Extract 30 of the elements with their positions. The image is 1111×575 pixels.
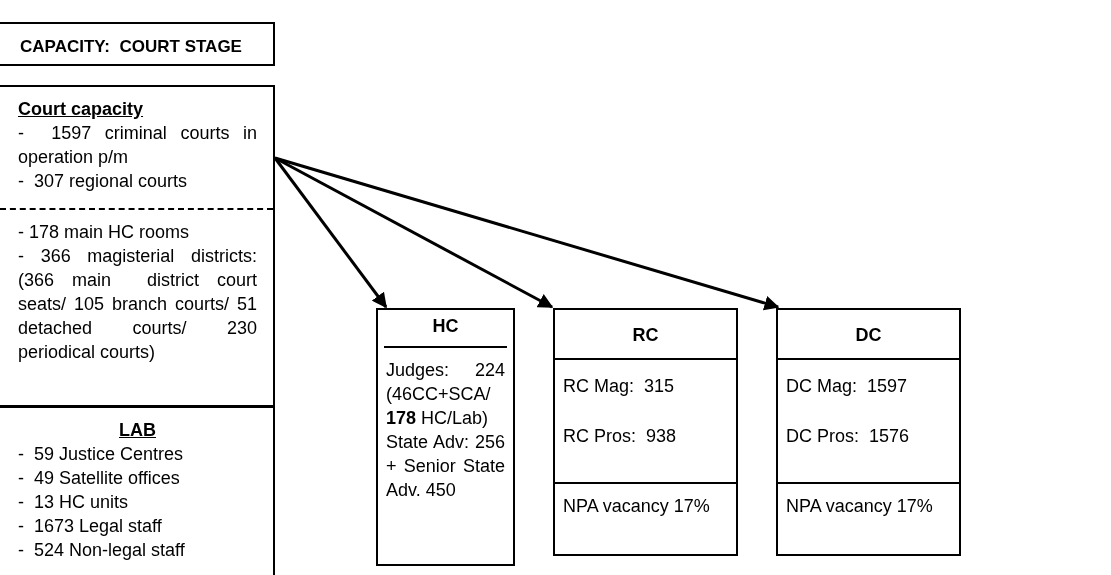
text-line: RC Mag: 315 — [563, 375, 676, 398]
info-box — [0, 406, 275, 575]
text-line: - 59 Justice Centres — [18, 443, 185, 466]
arrow — [274, 156, 780, 311]
text-line: - 1673 Legal staff — [18, 515, 163, 538]
heading: HC — [431, 315, 460, 338]
title-box — [0, 22, 275, 66]
heading: RC — [631, 324, 660, 347]
heading: Court capacity — [18, 98, 145, 121]
info-box — [776, 308, 961, 556]
text-line: - 307 regional courts — [18, 170, 189, 193]
heading: LAB — [118, 419, 157, 442]
text-line: - 49 Satellite offices — [18, 467, 181, 490]
text-line: DC Mag: 1597 — [786, 375, 909, 398]
text-line: RC Pros: 938 — [563, 425, 678, 448]
info-box — [0, 85, 275, 407]
info-box — [376, 308, 515, 566]
text-line: NPA vacancy 17% — [786, 495, 934, 518]
text-line: - 178 main HC rooms — [18, 221, 191, 244]
info-box — [553, 308, 738, 556]
text-line: - 1597 criminal courts in operation p/m — [18, 122, 257, 169]
text-line: - 13 HC units — [18, 491, 130, 514]
text-line: NPA vacancy 17% — [563, 495, 711, 518]
text-line: DC Pros: 1576 — [786, 425, 911, 448]
heading: DC — [854, 324, 883, 347]
text-line: Judges: 224 (46CC+SCA/ 178 HC/Lab) — [386, 359, 505, 430]
heading: CAPACITY: COURT STAGE — [19, 36, 243, 58]
text-line: - 524 Non-legal staff — [18, 539, 186, 562]
text-line: State Adv: 256 + Senior State Adv. 450 — [386, 431, 505, 502]
text-line: - 366 magisterial districts: (366 main district court seats/ 105 branch courts/ 51 detached courts/ 230 periodical courts) — [18, 245, 257, 364]
